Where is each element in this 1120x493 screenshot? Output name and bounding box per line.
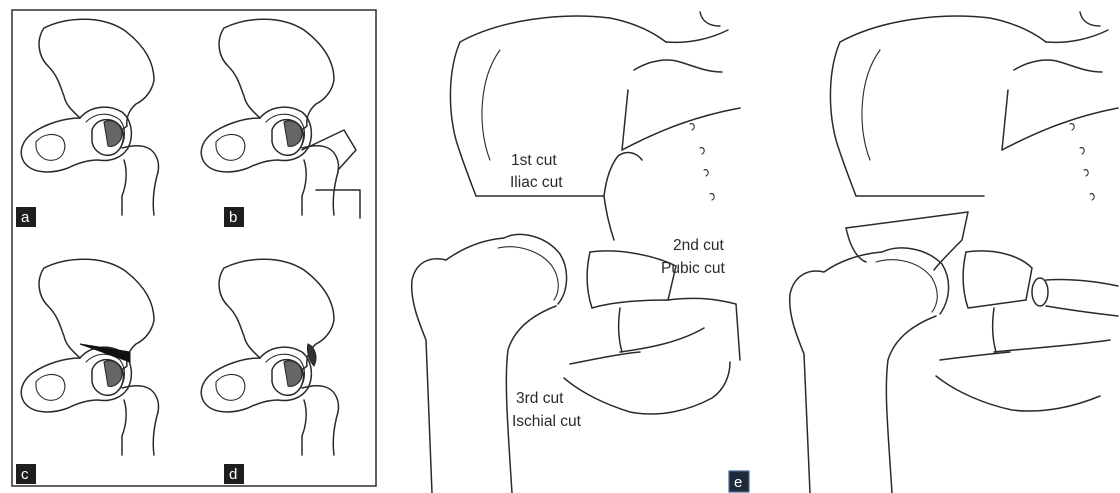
panel-tag-a: a xyxy=(16,207,36,227)
third-cut-label: 3rd cut xyxy=(516,390,564,407)
hip-diagram-e-right xyxy=(790,12,1118,493)
third-cut-sublabel: Ischial cut xyxy=(512,413,582,430)
panel-tag-e: e xyxy=(729,471,749,492)
ischial-cut-line xyxy=(570,352,640,364)
panel-tag-b: b xyxy=(224,207,244,227)
panel-tag-a-text: a xyxy=(21,209,30,226)
panel-tag-e-text: e xyxy=(734,474,742,491)
panel-tag-c: c xyxy=(16,464,36,484)
first-cut-sublabel: Iliac cut xyxy=(510,174,563,191)
panel-tag-d-text: d xyxy=(229,466,237,483)
second-cut-label: 2nd cut xyxy=(673,237,725,254)
panel-frame-left xyxy=(12,10,376,486)
first-cut-label: 1st cut xyxy=(511,152,557,169)
second-cut-sublabel: Pubic cut xyxy=(661,260,725,277)
panel-tag-d: d xyxy=(224,464,244,484)
panel-tag-b-text: b xyxy=(229,209,237,226)
panel-tag-c-text: c xyxy=(21,466,29,483)
